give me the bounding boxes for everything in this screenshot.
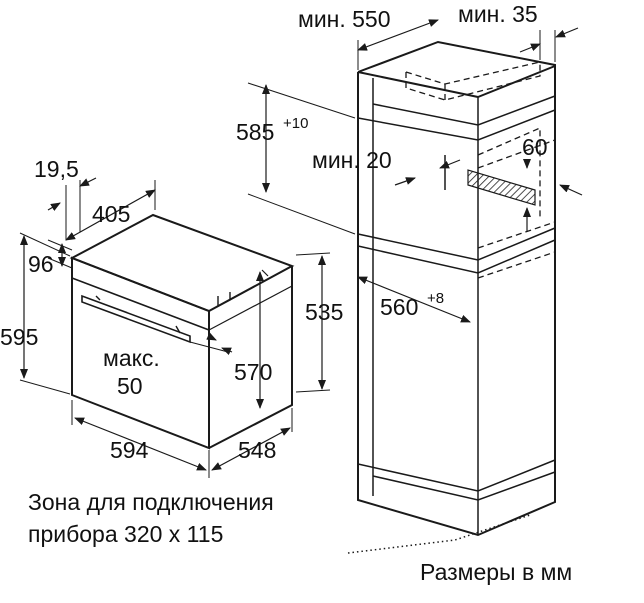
label-min-gap: мин. 35 bbox=[458, 1, 538, 27]
label-min-side: мин. 20 bbox=[312, 147, 392, 173]
connection-zone-line-2: прибора 320 x 115 bbox=[28, 521, 223, 547]
ventilation-opening bbox=[467, 169, 536, 206]
label-max-gap-1: макс. bbox=[103, 345, 160, 371]
label-niche-height: 585 bbox=[236, 119, 274, 145]
label-front-offset: 19,5 bbox=[34, 156, 79, 182]
label-body-width: 548 bbox=[238, 437, 276, 463]
connection-zone-line-1: Зона для подключения bbox=[28, 489, 274, 515]
label-panel-height: 96 bbox=[28, 251, 54, 277]
label-body-depth: 405 bbox=[92, 201, 130, 227]
label-vent-size: 60 bbox=[522, 134, 548, 160]
label-body-height: 535 bbox=[305, 299, 343, 325]
units-note: Размеры в мм bbox=[420, 559, 572, 585]
label-max-gap-2: 50 bbox=[117, 373, 143, 399]
label-niche-width-tolerance: +8 bbox=[427, 290, 444, 307]
label-niche-width: 560 bbox=[380, 294, 418, 320]
dimension-lines bbox=[19, 19, 583, 554]
label-niche-height-tolerance: +10 bbox=[283, 115, 308, 132]
label-front-height: 595 bbox=[0, 324, 38, 350]
label-front-width: 594 bbox=[110, 437, 149, 463]
dimension-labels: мин. 550 мин. 35 585 +10 мин. 20 60 560 … bbox=[0, 1, 572, 585]
label-inner-height: 570 bbox=[234, 359, 272, 385]
label-min-depth: мин. 550 bbox=[298, 6, 391, 32]
oven-drawing bbox=[69, 213, 295, 450]
cabinet-drawing bbox=[357, 40, 556, 537]
